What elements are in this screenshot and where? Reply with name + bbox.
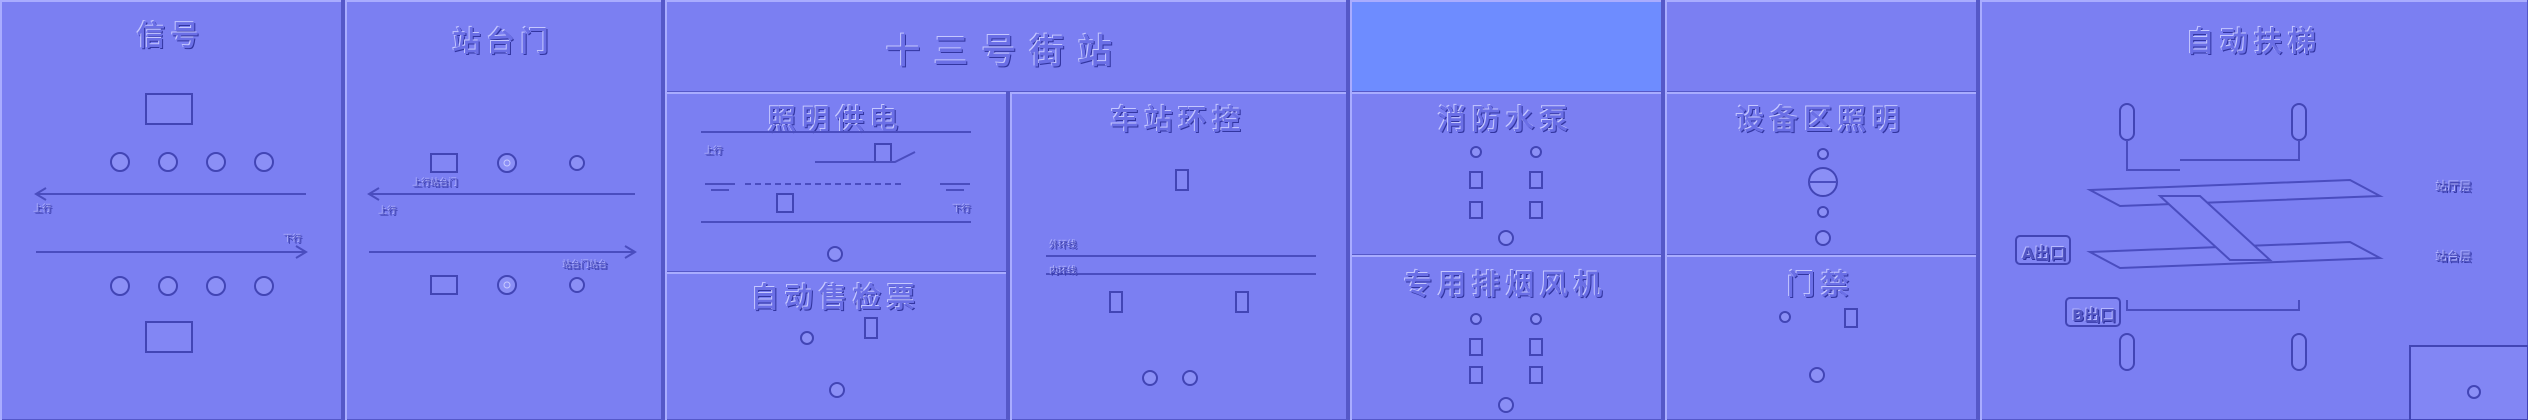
panel-title-smoke-fan: 专用排烟风机: [1403, 268, 1608, 301]
fire-pump-diagram: [1469, 146, 1543, 246]
panel-title-ticketing: 自动售检票: [750, 281, 921, 314]
door-lamp: [497, 275, 517, 295]
door-unit: [430, 153, 458, 173]
panel-lighting-power[interactable]: 照明供电 上行 下行: [665, 92, 1010, 272]
panel-ticketing[interactable]: 自动售检票: [665, 272, 1010, 420]
door-lamp: [569, 155, 585, 171]
panel-equipment-lighting[interactable]: 设备区照明: [1665, 92, 1980, 255]
access-indicator: [1809, 367, 1825, 383]
signal-lamp: [158, 276, 178, 296]
lighting-indicator: [1815, 230, 1831, 246]
panel-station-header: 十三号街站: [665, 0, 1350, 92]
fan-icon: [1235, 291, 1249, 313]
ticket-machine: [864, 317, 878, 339]
signal-up-label: 上行: [34, 205, 53, 215]
switch-icon: [776, 193, 794, 213]
fan-indicator: [1498, 397, 1514, 413]
platform-up-label: 上行: [379, 207, 398, 217]
exit-a-label: A出口: [2022, 244, 2067, 263]
panel-title-platform-door: 站台门: [452, 25, 555, 58]
escalator-unit: [2291, 333, 2307, 371]
ahu-unit: [1175, 169, 1189, 191]
signal-lamp: [110, 276, 130, 296]
panel-access-control[interactable]: 门禁: [1665, 255, 1980, 420]
panel-highlight[interactable]: [1350, 0, 1665, 92]
escalator-slope: [2157, 195, 2273, 261]
fan-icon: [1469, 338, 1483, 356]
platform-down-door-label: 站台门站台: [563, 261, 609, 271]
pump-indicator: [1498, 230, 1514, 246]
pump-icon: [1529, 201, 1543, 219]
pump-icon: [1529, 171, 1543, 189]
lp-down-label: 下行: [953, 205, 972, 215]
pump-icon: [1469, 171, 1483, 189]
env-indicator: [1142, 370, 1158, 386]
signal-cabinet-bottom: [145, 321, 193, 353]
lighting-power-diagram: [701, 131, 971, 262]
gate-indicator: [800, 331, 814, 345]
access-control-diagram: [1779, 308, 1858, 383]
env-control-diagram: [1046, 169, 1316, 386]
exit-b-label: B出口: [2072, 306, 2117, 325]
door-lamp: [569, 277, 585, 293]
lp-up-label: 上行: [705, 147, 724, 157]
inner-loop-label: 内环线: [1050, 267, 1078, 277]
outer-loop-label: 外环线: [1050, 241, 1078, 251]
exit-b-box: [2065, 297, 2121, 327]
ticketing-diagram: [800, 317, 878, 398]
panel-title-escalator: 自动扶梯: [2185, 25, 2322, 58]
escalator-indicator: [2467, 385, 2481, 399]
door-icon: [1844, 308, 1858, 328]
afc-indicator: [829, 382, 845, 398]
exit-a-box: [2015, 235, 2071, 265]
panel-title-equipment-lighting: 设备区照明: [1735, 103, 1906, 136]
panel-signal[interactable]: 信号 上行 下行: [0, 0, 345, 420]
panel-escalator[interactable]: 自动扶梯 站厅层 站台层 A出口 B出口: [1980, 0, 2528, 420]
panel-title-signal: 信号: [136, 19, 205, 52]
platform-up-door-label: 上行站台门: [413, 179, 459, 189]
hall-level: [2086, 178, 2384, 208]
signal-lamp: [206, 276, 226, 296]
panel-title-fire-pump: 消防水泵: [1437, 103, 1574, 136]
station-name: 十三号街站: [886, 32, 1126, 72]
signal-lamp: [158, 152, 178, 172]
platform-door-diagram: [367, 153, 637, 295]
hall-level-label: 站厅层: [2436, 180, 2473, 194]
door-unit: [430, 275, 458, 295]
escalator-subpanel: [2409, 345, 2528, 420]
panel-blank: [1665, 0, 1980, 92]
fan-icon: [1529, 338, 1543, 356]
panel-title-access-control: 门禁: [1786, 268, 1855, 301]
escalator-unit: [2291, 103, 2307, 141]
fan-icon: [1109, 291, 1123, 313]
signal-lamp: [254, 152, 274, 172]
door-lamp: [497, 153, 517, 173]
equipment-lighting-diagram: [1808, 148, 1838, 246]
switch-icon: [874, 143, 892, 163]
signal-lamp: [110, 152, 130, 172]
pump-icon: [1469, 201, 1483, 219]
power-indicator: [827, 246, 843, 262]
escalator-unit: [2119, 333, 2135, 371]
panel-fire-pump[interactable]: 消防水泵: [1350, 92, 1665, 255]
signal-down-label: 下行: [284, 235, 303, 245]
smoke-fan-diagram: [1469, 313, 1543, 413]
escalator-diagram: [2015, 103, 2528, 420]
panel-title-lighting-power: 照明供电: [767, 103, 904, 136]
panel-platform-door[interactable]: 站台门 上行站台门 上行 站台门站台: [345, 0, 665, 420]
fan-icon: [1529, 366, 1543, 384]
escalator-unit: [2119, 103, 2135, 141]
signal-cabinet-top: [145, 93, 193, 125]
fan-icon: [1469, 366, 1483, 384]
signal-lamp: [254, 276, 274, 296]
panel-env-control[interactable]: 车站环控 外环线 内环线: [1010, 92, 1350, 420]
env-indicator: [1182, 370, 1198, 386]
panel-smoke-fan[interactable]: 专用排烟风机: [1350, 255, 1665, 420]
signal-diagram: [34, 93, 308, 353]
panel-title-env-control: 车站环控: [1110, 103, 1247, 136]
platform-level-label: 站台层: [2436, 250, 2473, 264]
signal-lamp: [206, 152, 226, 172]
